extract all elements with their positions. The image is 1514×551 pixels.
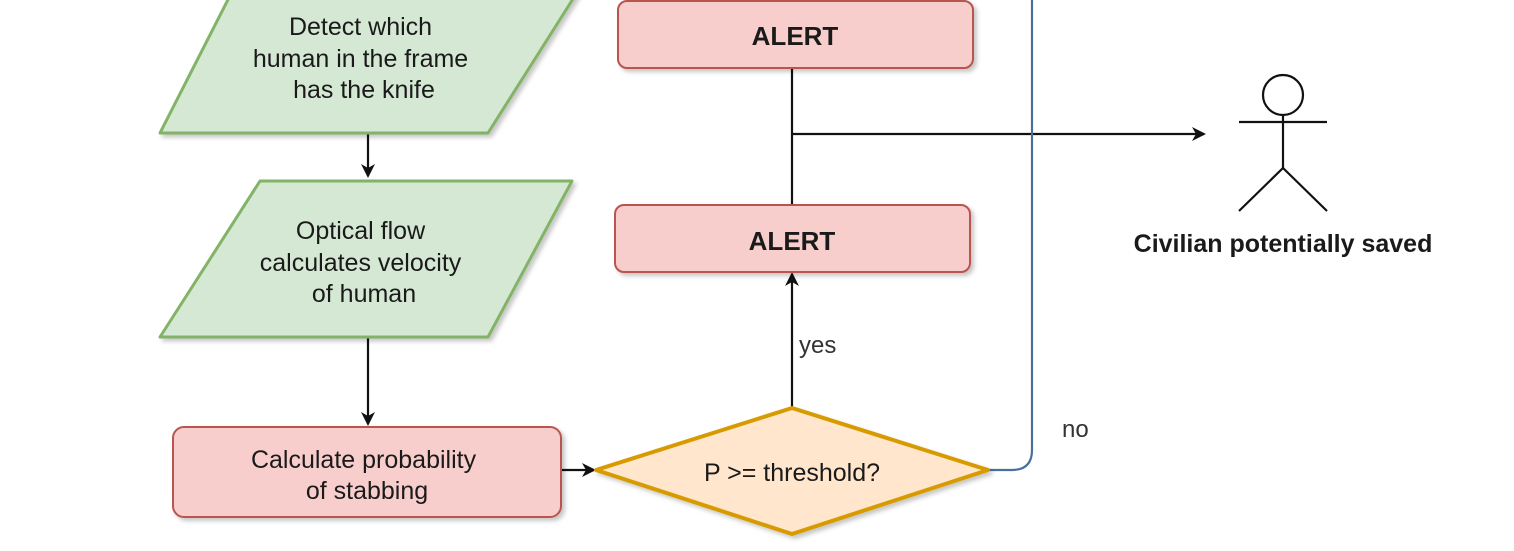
node-calculate-probability: Calculate probability of stabbing (172, 426, 562, 518)
calc-line-1: Calculate probability (251, 446, 477, 474)
svg-text:Calculate probability of: Calculate probability of stabbing (251, 446, 483, 505)
optical-shape (158, 179, 574, 339)
svg-text:Detect which human in th: Detect which human in the frame has the … (253, 13, 475, 104)
node-optical-flow: Optical flow calculates velocity of huma… (158, 179, 574, 339)
decision-text: P >= threshold? (704, 459, 880, 487)
optical-line-1: Optical flow (296, 217, 426, 245)
edge-label-no: no (1062, 416, 1089, 443)
detect-line-3: has the knife (293, 76, 435, 104)
detect-line-1: Detect which (289, 13, 432, 41)
calc-shape (172, 426, 562, 518)
alert-lower-shape (614, 204, 971, 273)
node-alert-lower: ALERT (614, 204, 971, 273)
actor-head-icon (1261, 73, 1305, 117)
edge-label-yes: yes (799, 332, 836, 359)
node-detect: Detect which human in the frame has the … (158, 0, 575, 135)
detect-line-2: human in the frame (253, 45, 468, 73)
alert-lower-text: ALERT (749, 226, 836, 256)
alert-top-text: ALERT (752, 21, 839, 51)
alert-top-shape (617, 0, 974, 69)
calc-line-2: of stabbing (306, 477, 428, 505)
node-alert-top: ALERT (617, 0, 974, 69)
edges (361, 0, 1206, 477)
decision-shape (594, 406, 990, 536)
actor-label: Civilian potentially saved (1134, 230, 1433, 258)
edge-decision-no-loop (988, 0, 1034, 472)
optical-line-2: calculates velocity (260, 249, 462, 277)
node-threshold-decision: P >= threshold? (594, 406, 990, 536)
detect-shape (158, 0, 575, 135)
svg-text:Optical flow calculates: Optical flow calculates velocity of huma… (260, 217, 468, 308)
actor-right-leg (1282, 167, 1328, 212)
actor-left-leg (1238, 167, 1284, 212)
optical-line-3: of human (312, 280, 416, 308)
actor-civilian (1238, 73, 1328, 212)
